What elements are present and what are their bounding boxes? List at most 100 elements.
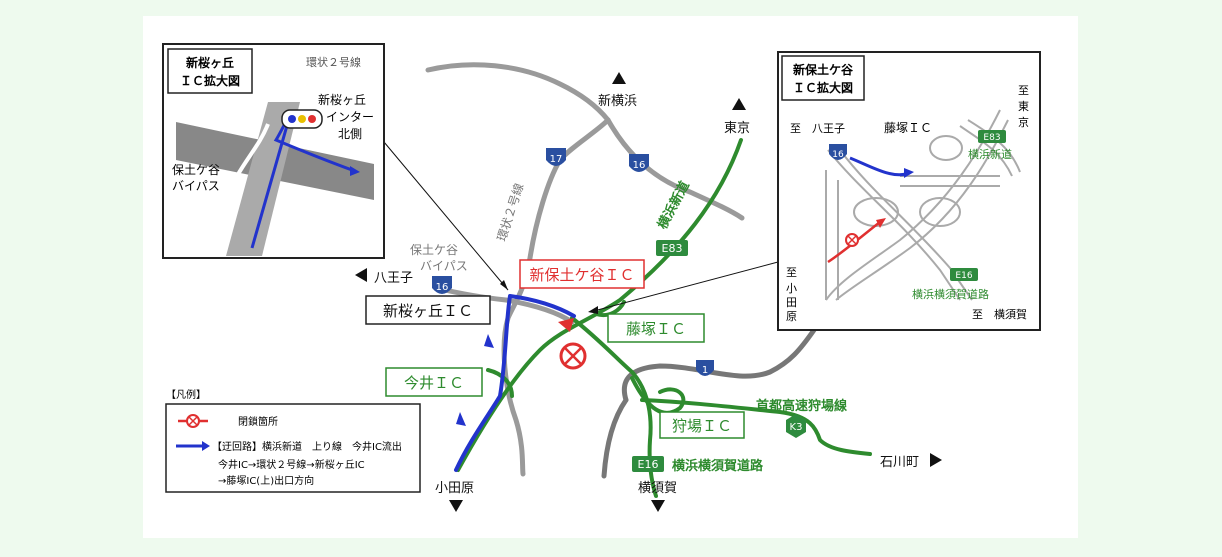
- legend-detour-line1: 【迂回路】横浜新道 上り線 今井IC流出: [212, 440, 402, 453]
- inset-right-to-tokyo-3: 京: [1018, 115, 1029, 129]
- svg-text:E83: E83: [662, 242, 683, 255]
- road-kanjo2-north: [425, 62, 611, 123]
- label-bypass-line1: 保土ケ谷: [410, 243, 458, 257]
- shield-route16-bypass: 16: [432, 276, 452, 294]
- svg-text:E16: E16: [955, 271, 972, 281]
- road-hodogaya-bypass: [433, 285, 575, 325]
- svg-text:K3: K3: [790, 422, 803, 433]
- signal-red: [308, 115, 316, 123]
- ic-shin-sakuragaoka: 新桜ヶ丘ＩＣ: [365, 295, 491, 325]
- road-route1: [621, 327, 817, 403]
- inset-right-shield-e83: E83: [978, 130, 1006, 143]
- inset-right-fujizuka: 藤塚ＩＣ: [884, 121, 932, 135]
- inset-right-closed-icon: [845, 233, 859, 247]
- road-fujizuka-link: [594, 300, 626, 317]
- signal-blue: [288, 115, 296, 123]
- svg-text:E16: E16: [638, 458, 659, 471]
- inset-right-shield-e16: E16: [950, 268, 978, 281]
- inset-right-shindo: 横浜新道: [968, 147, 1012, 161]
- legend-closed-label: 閉鎖箇所: [238, 415, 278, 428]
- svg-text:E83: E83: [983, 133, 1000, 143]
- inset-right-title-2: ＩＣ拡大図: [793, 80, 853, 95]
- label-tokyo: 東京: [724, 120, 750, 136]
- label-hachioji: 八王子: [374, 271, 413, 286]
- inset-right-to-odawara-3: 田: [786, 296, 797, 309]
- inset-left-bypass-2: バイパス: [172, 179, 220, 193]
- legend-detour-arrowhead: [202, 441, 210, 451]
- inset-left-north-1: 新桜ヶ丘: [318, 92, 366, 107]
- svg-text:1: 1: [702, 365, 708, 376]
- arrow-west-hachioji: [355, 268, 367, 282]
- inset-left-detour-arrow: [350, 166, 360, 176]
- legend-detour-line3: →藤塚IC(上)出口方向: [218, 474, 314, 487]
- inset-right-to-tokyo-2: 東: [1018, 100, 1029, 113]
- label-ishikawacho: 石川町: [880, 455, 919, 470]
- detour-route: [454, 294, 576, 472]
- arrow-north-shinyokohama: [612, 72, 626, 84]
- inset-left-title-1: 新桜ヶ丘: [186, 55, 234, 70]
- arrow-north-tokyo: [732, 98, 746, 110]
- inset-left-kanjo2: 環状２号線: [306, 55, 361, 69]
- detour-arrow-upper: [484, 334, 494, 348]
- inset-right-yokoyoko: 横浜横須賀道路: [912, 287, 989, 301]
- detour-arrow-lower: [456, 412, 466, 426]
- svg-text:狩場ＩＣ: 狩場ＩＣ: [672, 417, 732, 435]
- legend-title: 【凡例】: [166, 388, 206, 401]
- signal-yellow: [298, 115, 306, 123]
- road-yokohama-shindo: [456, 138, 743, 472]
- shield-e83: E83: [656, 240, 688, 256]
- svg-text:17: 17: [550, 154, 563, 165]
- road-imai-ic-ramp: [486, 368, 514, 398]
- inset-left-ramp: [224, 123, 270, 201]
- pointer-left-inset: [383, 141, 509, 291]
- ic-imai: 今井ＩＣ: [385, 367, 483, 397]
- legend: 【凡例】 閉鎖箇所 【迂回路】横浜新道 上り線 今井IC流出 今井IC→環状２号…: [165, 388, 421, 493]
- inset-right-to-tokyo-1: 至: [1018, 84, 1029, 97]
- shield-route17: 17: [546, 148, 566, 166]
- inset-shin-sakuragaoka: 新桜ヶ丘 ＩＣ拡大図 環状２号線 新桜ヶ丘 インター 北側 保土ケ谷 バイパス: [162, 43, 385, 259]
- arrow-south-odawara: [449, 500, 463, 512]
- inset-right-hachioji: 至 八王子: [790, 122, 845, 135]
- label-shuto-karibaba: 首都高速狩場線: [756, 398, 848, 414]
- inset-right-detour: [849, 156, 907, 177]
- inset-left-north-2: インター: [326, 110, 374, 124]
- road-route1-west: [601, 397, 629, 479]
- road-kariba-loop: [630, 376, 686, 415]
- svg-text:新保土ケ谷ＩＣ: 新保土ケ谷ＩＣ: [529, 266, 634, 284]
- closed-icon: [559, 342, 587, 370]
- svg-text:16: 16: [633, 160, 646, 171]
- label-odawara: 小田原: [435, 481, 474, 496]
- inset-right-detour-arrow: [904, 168, 914, 178]
- shield-e16: E16: [632, 456, 664, 472]
- inset-right-road-network: [825, 109, 1021, 301]
- inset-right-closed-arrow: [876, 218, 886, 228]
- inset-right-to-odawara-4: 原: [786, 310, 797, 323]
- inset-left-bypass-1: 保土ケ谷: [172, 163, 220, 177]
- label-shinyokohama: 新横浜: [598, 93, 637, 109]
- label-bypass-line2: バイパス: [420, 259, 468, 273]
- label-yokoyoko: 横浜横須賀道路: [672, 458, 764, 474]
- inset-right-shield-16: 16: [829, 144, 847, 160]
- shield-k3: K3: [786, 414, 806, 438]
- ic-shin-hodogaya: 新保土ケ谷ＩＣ: [519, 259, 645, 289]
- svg-text:新桜ヶ丘ＩＣ: 新桜ヶ丘ＩＣ: [383, 302, 473, 320]
- ic-fujizuka: 藤塚ＩＣ: [607, 313, 705, 343]
- pointer-right-inset: [589, 261, 779, 313]
- inset-shin-hodogaya: 新保土ケ谷 ＩＣ拡大図 至 八王子 16 藤塚ＩＣ 至 東 京: [777, 51, 1041, 331]
- svg-text:藤塚ＩＣ: 藤塚ＩＣ: [626, 320, 686, 338]
- arrow-east-ishikawacho: [930, 453, 942, 467]
- legend-closed-icon: [178, 414, 208, 428]
- svg-text:16: 16: [436, 282, 449, 293]
- inset-left-north-3: 北側: [338, 127, 362, 141]
- pointer-right-arrowhead: [588, 306, 598, 314]
- inset-left-title-2: ＩＣ拡大図: [180, 73, 240, 88]
- pointer-left-arrowhead: [500, 280, 508, 290]
- inset-right-to-odawara-2: 小: [786, 282, 797, 295]
- inset-right-to-odawara-1: 至: [786, 266, 797, 279]
- shield-route16: 16: [629, 154, 649, 172]
- inset-right-title-1: 新保土ケ谷: [793, 62, 854, 77]
- closed-segment-marker: [558, 318, 574, 332]
- shield-route1: 1: [696, 360, 714, 376]
- svg-text:今井ＩＣ: 今井ＩＣ: [404, 374, 464, 392]
